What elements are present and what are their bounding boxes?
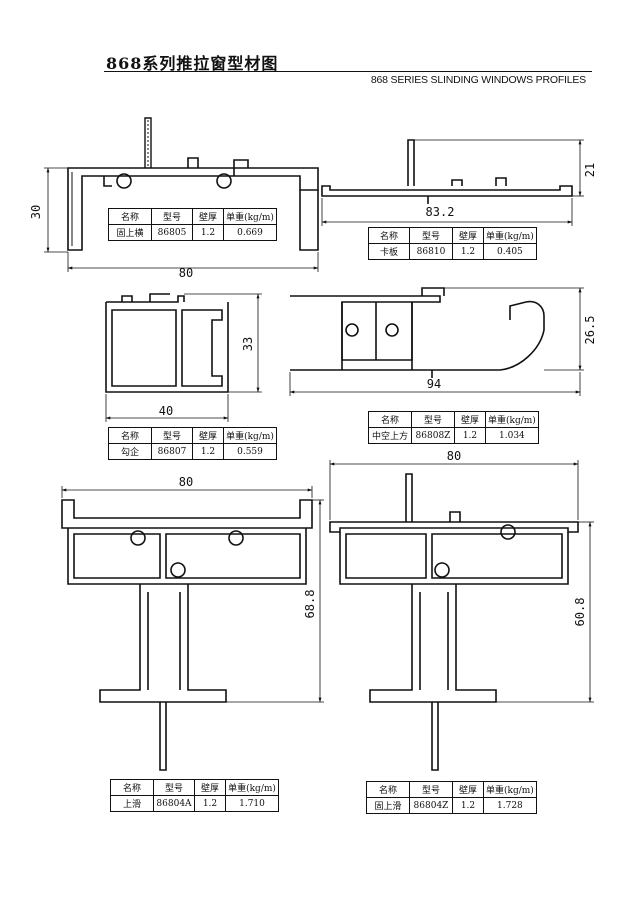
profile-86804z-section (329, 473, 579, 771)
spec-table-86804a: 名称 型号 壁厚 单重(kg/m) 上滑 86804A 1.2 1.710 (110, 779, 279, 812)
profile-thickness: 1.2 (192, 224, 224, 241)
profile-name: 固上横 (108, 224, 152, 241)
dim-86808z-width: 94 (427, 377, 441, 391)
profile-86804a-dims (61, 486, 324, 703)
profile-thickness: 1.2 (452, 797, 484, 814)
spec-table-86805: 名称 型号 壁厚 单重(kg/m) 固上横 86805 1.2 0.669 (108, 208, 277, 241)
page-subtitle: 868 SERIES SLINDING WINDOWS PROFILES (370, 74, 586, 86)
header-weight: 单重(kg/m) (225, 779, 279, 796)
profile-weight: 0.405 (483, 243, 537, 260)
dim-86804z-width: 80 (447, 449, 461, 463)
profile-weight: 0.559 (223, 443, 277, 460)
profile-86807-dims (105, 293, 262, 422)
dim-86807-width: 40 (159, 404, 173, 418)
profile-name: 固上滑 (366, 797, 410, 814)
profile-86805-dims (44, 167, 319, 272)
header-model: 型号 (409, 227, 453, 244)
page-title: 868系列推拉窗型材图 (106, 54, 279, 73)
profile-thickness: 1.2 (454, 427, 486, 444)
header-thickness: 壁厚 (192, 427, 224, 444)
dim-86810-height: 21 (583, 163, 597, 177)
header-name: 名称 (110, 779, 154, 796)
profile-thickness: 1.2 (192, 443, 224, 460)
header-model: 型号 (409, 781, 453, 798)
dim-86805-width: 80 (179, 266, 193, 280)
profile-weight: 1.034 (485, 427, 539, 444)
header-thickness: 壁厚 (192, 208, 224, 225)
header-thickness: 壁厚 (194, 779, 226, 796)
profile-thickness: 1.2 (194, 795, 226, 812)
header-model: 型号 (411, 411, 455, 428)
spec-table-86810: 名称 型号 壁厚 单重(kg/m) 卡板 86810 1.2 0.405 (368, 227, 537, 260)
dim-86807-height: 33 (241, 337, 255, 351)
profile-86808z-section (290, 287, 545, 378)
header-thickness: 壁厚 (454, 411, 486, 428)
title-rule (104, 71, 592, 72)
header-model: 型号 (153, 779, 195, 796)
profile-model: 86805 (151, 224, 193, 241)
profile-86807-section (105, 293, 229, 393)
header-name: 名称 (108, 208, 152, 225)
profile-thickness: 1.2 (452, 243, 484, 260)
profile-model: 86804A (153, 795, 195, 812)
header-weight: 单重(kg/m) (485, 411, 539, 428)
profile-model: 86808Z (411, 427, 455, 444)
profile-name: 中空上方 (368, 427, 412, 444)
header-thickness: 壁厚 (452, 227, 484, 244)
profile-name: 卡板 (368, 243, 410, 260)
dim-86804a-height: 68.8 (303, 590, 317, 619)
profile-name: 勾企 (108, 443, 152, 460)
dim-86810-width: 83.2 (426, 205, 455, 219)
header-weight: 单重(kg/m) (223, 208, 277, 225)
header-model: 型号 (151, 208, 193, 225)
header-name: 名称 (368, 227, 410, 244)
header-weight: 单重(kg/m) (223, 427, 277, 444)
profile-86804z-dims (329, 460, 594, 703)
header-name: 名称 (108, 427, 152, 444)
dim-86805-height: 30 (29, 205, 43, 219)
header-weight: 单重(kg/m) (483, 781, 537, 798)
profile-name: 上滑 (110, 795, 154, 812)
profile-86810-section (321, 139, 573, 204)
profile-weight: 1.710 (225, 795, 279, 812)
spec-table-86804z: 名称 型号 壁厚 单重(kg/m) 固上滑 86804Z 1.2 1.728 (366, 781, 537, 814)
spec-table-86807: 名称 型号 壁厚 单重(kg/m) 勾企 86807 1.2 0.559 (108, 427, 277, 460)
profile-86805-section (67, 117, 319, 251)
profile-model: 86810 (409, 243, 453, 260)
dim-86804a-width: 80 (179, 475, 193, 489)
header-thickness: 壁厚 (452, 781, 484, 798)
profile-weight: 0.669 (223, 224, 277, 241)
profile-86808z-dims (289, 287, 584, 396)
profile-weight: 1.728 (483, 797, 537, 814)
header-name: 名称 (366, 781, 410, 798)
header-name: 名称 (368, 411, 412, 428)
dim-86804z-height: 60.8 (573, 598, 587, 627)
profile-model: 86804Z (409, 797, 453, 814)
profile-model: 86807 (151, 443, 193, 460)
profile-86804a-section (61, 499, 313, 771)
profile-86810-dims (321, 139, 584, 226)
header-model: 型号 (151, 427, 193, 444)
spec-table-86808z: 名称 型号 壁厚 单重(kg/m) 中空上方 86808Z 1.2 1.034 (368, 411, 539, 444)
header-weight: 单重(kg/m) (483, 227, 537, 244)
dim-86808z-height: 26.5 (583, 316, 597, 345)
